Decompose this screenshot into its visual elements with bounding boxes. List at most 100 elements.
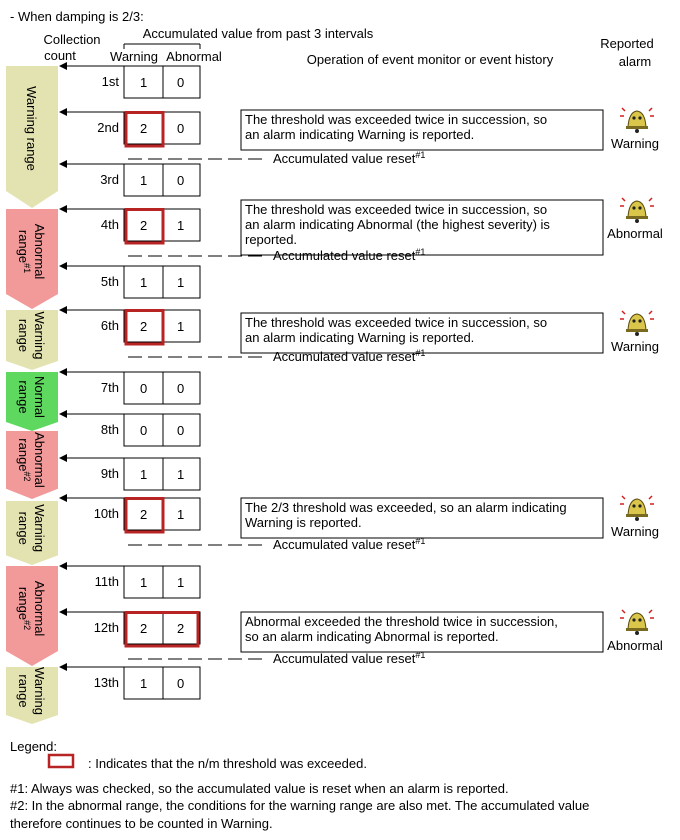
reported-alarm-label: Warning (611, 339, 659, 354)
header-accumulated: Accumulated value from past 3 intervals (143, 26, 374, 41)
collection-count-label: 7th (101, 380, 119, 395)
range-label-line: Abnormal (32, 224, 47, 280)
operation-box (240, 312, 604, 354)
header-collection-count-2: count (44, 48, 76, 63)
value-cells (123, 65, 201, 99)
alarm-bell-icon (620, 310, 654, 336)
note-1: #1: Always was checked, so the accumulat… (10, 781, 509, 796)
value-cells (123, 413, 201, 447)
operation-box (240, 199, 604, 256)
warning-value: 1 (140, 173, 147, 188)
collection-row: 6th 2 1 The threshold was exceeded twice in… (59, 306, 659, 364)
warning-value: 1 (140, 467, 147, 482)
header-reported-alarm-2: alarm (619, 54, 652, 69)
header-abnormal: Abnormal (166, 49, 222, 64)
operation-box (240, 497, 604, 539)
warning-value: 0 (140, 423, 147, 438)
range-label-line: range (16, 512, 31, 545)
operation-text: Abnormal exceeded the threshold twice in… (245, 614, 558, 629)
reported-alarm-label: Warning (611, 524, 659, 539)
reset-label: Accumulated value reset#1 (273, 348, 425, 364)
reported-alarm-label: Abnormal (607, 638, 663, 653)
reported-alarm-label: Abnormal (607, 226, 663, 241)
collection-count-label: 9th (101, 466, 119, 481)
threshold-highlight (124, 309, 165, 346)
row-arrowhead (59, 262, 67, 270)
alarm-bell-icon (620, 609, 654, 635)
abnormal-range-band (6, 209, 58, 309)
operation-text: The threshold was exceeded twice in succ… (245, 112, 547, 127)
range-label-line: range#2 (16, 587, 32, 630)
operation-text: reported. (245, 232, 297, 247)
operation-text: so an alarm indicating Abnormal is repor… (245, 629, 499, 644)
row-arrowhead (59, 663, 67, 671)
collection-count-label: 6th (101, 318, 119, 333)
operation-box (240, 611, 604, 653)
range-label-line: range (16, 319, 31, 352)
warning-value: 2 (140, 121, 147, 136)
abnormal-value: 1 (177, 575, 184, 590)
warning-value: 0 (140, 381, 147, 396)
collection-count-label: 1st (102, 74, 120, 89)
abnormal-value: 0 (177, 75, 184, 90)
row-arrowhead (59, 108, 67, 116)
row-arrowhead (59, 608, 67, 616)
value-cells (123, 666, 201, 700)
threshold-highlight (124, 111, 165, 148)
row-arrowhead (59, 160, 67, 168)
warning-range-band (6, 66, 58, 208)
note-2: #2: In the abnormal range, the condition… (10, 798, 589, 813)
header-collection-count-1: Collection (43, 32, 100, 47)
warning-value: 1 (140, 75, 147, 90)
value-cells (123, 611, 201, 645)
legend-title: Legend: (10, 739, 57, 754)
threshold-highlight (124, 611, 200, 648)
abnormal-value: 1 (177, 319, 184, 334)
header-reported-alarm-1: Reported (600, 36, 653, 51)
abnormal-range-band (6, 431, 58, 499)
operation-text: an alarm indicating Abnormal (the highes… (245, 217, 550, 232)
range-label-line: Warning (32, 312, 47, 360)
note-2-continued: therefore continues to be counted in War… (10, 816, 273, 831)
warning-value: 2 (140, 319, 147, 334)
collection-count-label: 8th (101, 422, 119, 437)
collection-row: 1st 1 0 (59, 62, 201, 99)
header-warning: Warning (110, 49, 158, 64)
abnormal-value: 1 (177, 507, 184, 522)
collection-count-label: 5th (101, 274, 119, 289)
operation-text: The threshold was exceeded twice in succ… (245, 315, 547, 330)
severity-ranges: Warning rangeAbnormalrange#1Warningrange… (6, 66, 58, 724)
abnormal-value: 0 (177, 173, 184, 188)
reported-alarm-label: Warning (611, 136, 659, 151)
operation-text: an alarm indicating Warning is reported. (245, 330, 474, 345)
range-label-line: range (16, 674, 31, 707)
legend-text: : Indicates that the n/m threshold was e… (88, 756, 367, 771)
value-cells (123, 457, 201, 491)
header-operation: Operation of event monitor or event hist… (307, 52, 554, 67)
range-label-line: range#1 (16, 230, 32, 273)
alarm-bell-icon (620, 495, 654, 521)
abnormal-range-band (6, 566, 58, 666)
abnormal-value: 0 (177, 121, 184, 136)
row-arrowhead (59, 494, 67, 502)
value-cells (123, 265, 201, 299)
row-arrowhead (59, 454, 67, 462)
range-label-line: range#2 (16, 438, 32, 481)
range-label-line: Abnormal (32, 432, 47, 488)
